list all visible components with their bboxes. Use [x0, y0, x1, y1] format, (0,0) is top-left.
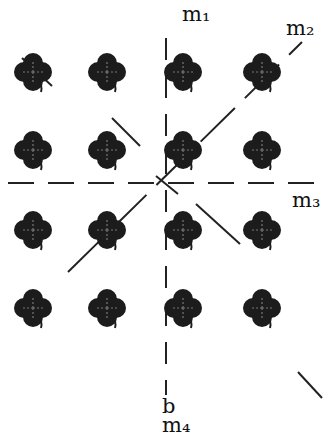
mirror-label: m₂: [284, 18, 316, 39]
clover: [243, 53, 281, 92]
clover: [164, 289, 202, 328]
mirror-line: [68, 42, 302, 272]
clover: [14, 289, 52, 328]
glide-line: [196, 204, 240, 244]
clover: [243, 289, 281, 328]
mirror-label: m₄: [160, 415, 192, 436]
mirror-label: m₃: [290, 190, 322, 211]
clover: [88, 289, 126, 328]
glide-line: [298, 372, 322, 398]
glide-line: [156, 176, 178, 194]
clover: [14, 53, 52, 92]
clover: [164, 53, 202, 92]
clover: [243, 211, 281, 250]
clover: [88, 53, 126, 92]
clover: [243, 131, 281, 170]
clover: [88, 211, 126, 250]
clover: [88, 131, 126, 170]
mirror-label: b: [160, 396, 177, 417]
mirror-label: m₁: [180, 4, 212, 25]
clover: [14, 211, 52, 250]
clover: [164, 211, 202, 250]
clover: [164, 131, 202, 170]
clover: [14, 131, 52, 170]
mirror-line: [165, 38, 167, 395]
